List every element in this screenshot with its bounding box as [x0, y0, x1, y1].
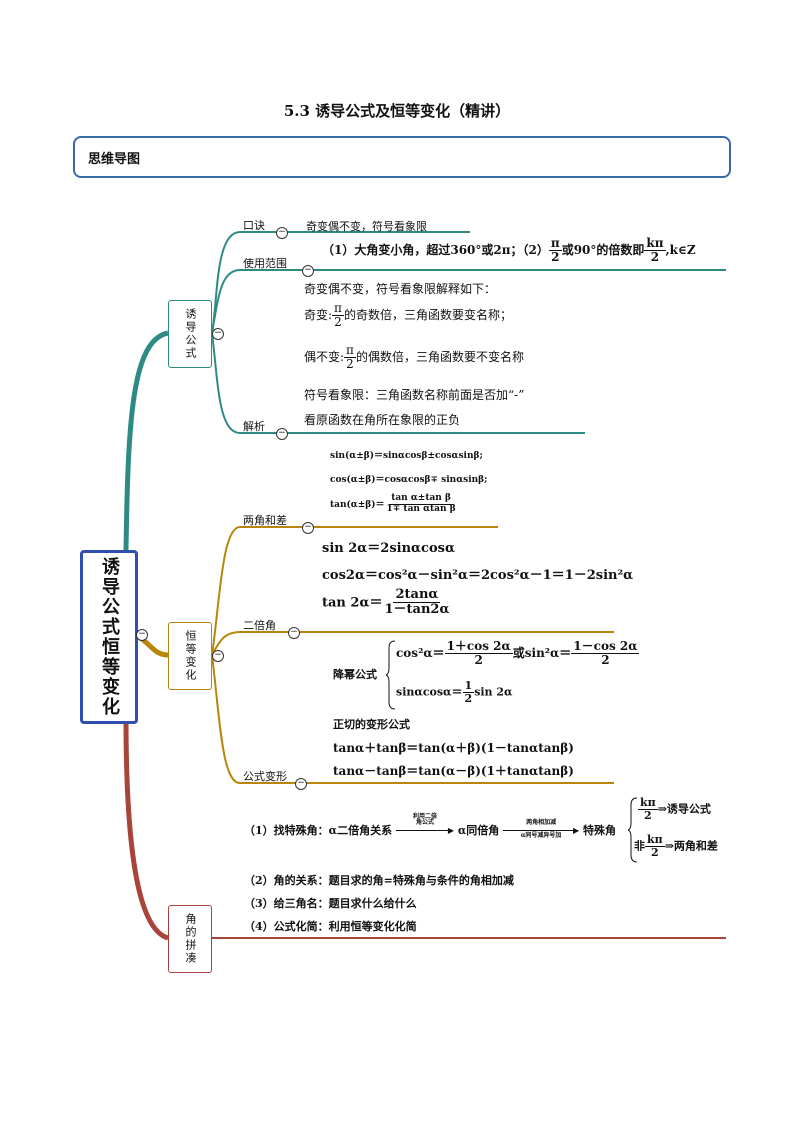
formula-sin-double: sin 2α＝2sinαcosα	[322, 541, 455, 556]
koujue-label: 口诀	[243, 219, 265, 232]
formula-sin-sum: sin(α±β)＝sinαcosβ±cosαsinβ;	[330, 451, 483, 461]
page-title: 5.3 诱导公式及恒等变化（精讲）	[283, 102, 511, 120]
collapse-icon[interactable]: −	[302, 265, 314, 277]
collapse-icon[interactable]: −	[288, 627, 300, 639]
collapse-icon[interactable]: −	[212, 328, 224, 340]
branch-induction-label: 诱导公式	[184, 308, 197, 360]
angle-step1: （1）找特殊角：α二倍角关系 利用二倍 角公式 ▶ α同倍角 两角相加减 α同号…	[244, 813, 616, 839]
explain-label: 解析	[243, 420, 265, 433]
koujue-text: 奇变偶不变，符号看象限	[306, 220, 427, 233]
branch-identity-label: 恒等变化	[184, 630, 197, 682]
scope-label: 使用范围	[243, 257, 287, 270]
collapse-icon[interactable]: −	[136, 629, 148, 641]
collapse-icon[interactable]: −	[295, 778, 307, 790]
reduce-label: 降幂公式	[333, 668, 377, 681]
explain-line5: 看原函数在角所在象限的正负	[304, 413, 461, 427]
angle-step3: （3）给三角名：题目求什么给什么	[244, 897, 417, 910]
explain-line1: 奇变偶不变，符号看象限解释如下：	[304, 282, 497, 296]
angle-step4: （4）公式化简：利用恒等变化化简	[244, 920, 417, 933]
formula-cos-double: cos2α＝cos²α－sin²α＝2cos²α－1＝1－2sin²α	[322, 568, 634, 583]
arrow-icon: 两角相加减 α同号减异号加 ▶	[503, 820, 579, 839]
collapse-icon[interactable]: −	[276, 227, 288, 239]
section-label: 思维导图	[88, 152, 141, 167]
explain-line4: 符号看象限：三角函数名称前面是否加“-”	[304, 388, 525, 402]
branch-angle[interactable]: 角的拼凑	[168, 905, 212, 973]
brace-icon	[386, 640, 396, 710]
collapse-icon[interactable]: −	[276, 428, 288, 440]
brace-icon	[628, 797, 638, 863]
branch-angle-label: 角的拼凑	[184, 913, 197, 965]
double-label: 二倍角	[243, 619, 276, 632]
root-node[interactable]: 诱导公式恒等变化	[80, 550, 138, 724]
tan-transform-note: 正切的变形公式	[333, 718, 410, 731]
branch-identity[interactable]: 恒等变化	[168, 622, 212, 690]
transform-label: 公式变形	[243, 770, 287, 783]
collapse-icon[interactable]: −	[212, 650, 224, 662]
formula-cos-sum: cos(α±β)＝cosαcosβ∓ sinαsinβ;	[330, 475, 488, 485]
formula-tan-plus: tanα＋tanβ＝tan(α＋β)(1－tanαtanβ)	[333, 741, 574, 755]
section-header-box	[73, 136, 731, 178]
collapse-icon[interactable]: −	[302, 522, 314, 534]
angle-step2: （2）角的关系：题目求的角=特殊角与条件的角相加减	[244, 874, 514, 887]
formula-tan-minus: tanα－tanβ＝tan(α－β)(1＋tanαtanβ)	[333, 764, 574, 778]
sum-diff-label: 两角和差	[243, 514, 287, 527]
arrow-icon: 利用二倍 角公式 ▶	[395, 814, 454, 837]
branch-induction[interactable]: 诱导公式	[168, 300, 212, 368]
root-label: 诱导公式恒等变化	[99, 557, 120, 717]
